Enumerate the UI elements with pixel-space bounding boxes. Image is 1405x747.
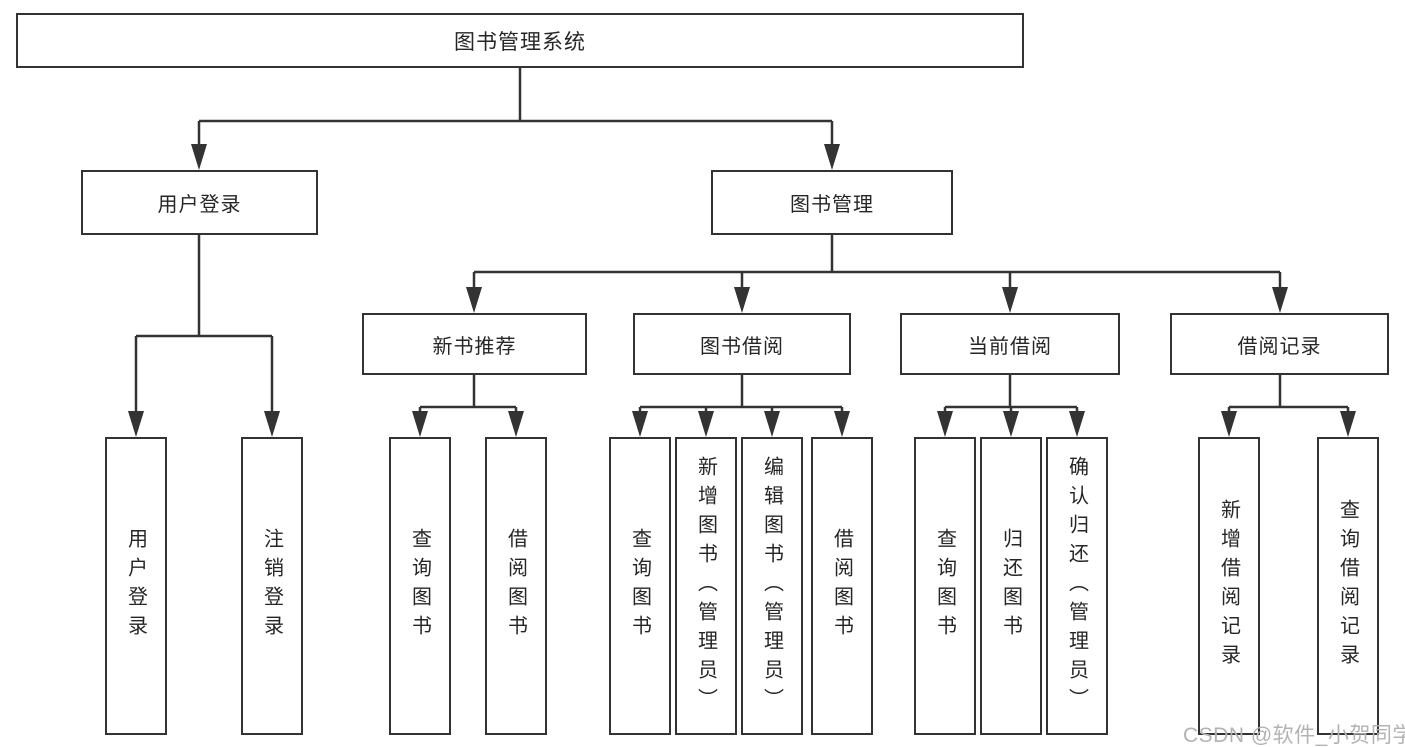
connector-new-book-recommend-to-leaves (418, 375, 518, 415)
arrowhead-icon (1221, 411, 1237, 437)
branch-node-label: 图书管理 (790, 194, 874, 216)
connector-book-borrow-to-leaves (638, 375, 844, 415)
arrowhead-icon (412, 411, 428, 437)
leaf-node-add-books-admin: 新增图书（管理员） (675, 437, 737, 735)
leaf-node-confirm-return-admin: 确认归还（管理员） (1046, 437, 1108, 735)
branch-node-borrow-records: 借阅记录 (1170, 313, 1389, 375)
arrowhead-icon (1069, 411, 1085, 437)
root-node-system: 图书管理系统 (16, 13, 1024, 68)
arrowhead-icon (128, 411, 144, 437)
leaf-node-add-borrow-record: 新增借阅记录 (1198, 437, 1260, 735)
arrowhead-icon (1340, 411, 1356, 437)
arrowhead-icon (632, 411, 648, 437)
connector-current-borrow-to-leaves (943, 375, 1079, 415)
arrowhead-icon (1272, 287, 1288, 313)
leaf-node-label: 归还图书 (999, 528, 1022, 644)
leaf-node-label: 编辑图书（管理员） (760, 455, 783, 717)
leaf-node-label: 借阅图书 (830, 528, 853, 644)
leaf-node-label: 查询图书 (933, 528, 956, 644)
leaf-node-label: 注销登录 (260, 528, 283, 644)
arrowhead-icon (698, 411, 714, 437)
leaf-node-label: 新增图书（管理员） (694, 455, 717, 717)
arrowhead-icon (466, 287, 482, 313)
branch-node-book-management: 图书管理 (711, 170, 953, 235)
leaf-node-edit-books-admin: 编辑图书（管理员） (741, 437, 803, 735)
watermark-text: CSDN @软件_小贺同学 (1183, 724, 1405, 747)
leaf-node-logout: 注销登录 (241, 437, 303, 735)
arrowhead-icon (937, 411, 953, 437)
branch-node-current-borrow: 当前借阅 (900, 313, 1120, 375)
branch-node-label: 用户登录 (157, 194, 242, 216)
leaf-node-user-login: 用户登录 (105, 437, 167, 735)
branch-node-user-login: 用户登录 (81, 170, 318, 235)
arrowhead-icon (1002, 287, 1018, 313)
leaf-node-query-books-recommend: 查询图书 (389, 437, 451, 735)
arrowhead-icon (834, 411, 850, 437)
leaf-node-borrow-books-recommend: 借阅图书 (485, 437, 547, 735)
connector-borrow-records-to-leaves (1227, 375, 1350, 415)
branch-node-label: 图书借阅 (700, 335, 784, 358)
leaf-node-label: 查询图书 (408, 528, 431, 644)
arrowhead-icon (508, 411, 524, 437)
arrowhead-icon (1003, 411, 1019, 437)
arrowhead-icon (191, 144, 207, 170)
connector-root-to-level2 (197, 68, 834, 146)
connector-user-login-to-leaves (134, 235, 274, 415)
connector-book-management-to-level3 (472, 235, 1282, 291)
arrowhead-icon (264, 411, 280, 437)
arrowhead-icon (734, 287, 750, 313)
leaf-node-label: 新增借阅记录 (1217, 499, 1240, 673)
leaf-node-borrow-books: 借阅图书 (811, 437, 873, 735)
root-node-label: 图书管理系统 (454, 30, 586, 54)
arrowhead-icon (764, 411, 780, 437)
leaf-node-label: 查询图书 (628, 528, 651, 644)
branch-node-label: 当前借阅 (968, 335, 1052, 358)
leaf-node-query-books-current: 查询图书 (914, 437, 976, 735)
leaf-node-label: 查询借阅记录 (1336, 499, 1359, 673)
leaf-node-return-books: 归还图书 (980, 437, 1042, 735)
branch-node-label: 借阅记录 (1237, 335, 1322, 358)
leaf-node-query-books-borrow: 查询图书 (609, 437, 671, 735)
branch-node-book-borrow: 图书借阅 (633, 313, 851, 375)
leaf-node-label: 用户登录 (124, 528, 147, 644)
leaf-node-label: 确认归还（管理员） (1065, 455, 1088, 717)
leaf-node-label: 借阅图书 (504, 528, 527, 644)
leaf-node-query-borrow-record: 查询借阅记录 (1317, 437, 1379, 735)
arrowhead-icons (128, 144, 1356, 437)
branch-node-label: 新书推荐 (432, 335, 517, 358)
arrowhead-icon (824, 144, 840, 170)
branch-node-new-book-recommend: 新书推荐 (362, 313, 587, 375)
